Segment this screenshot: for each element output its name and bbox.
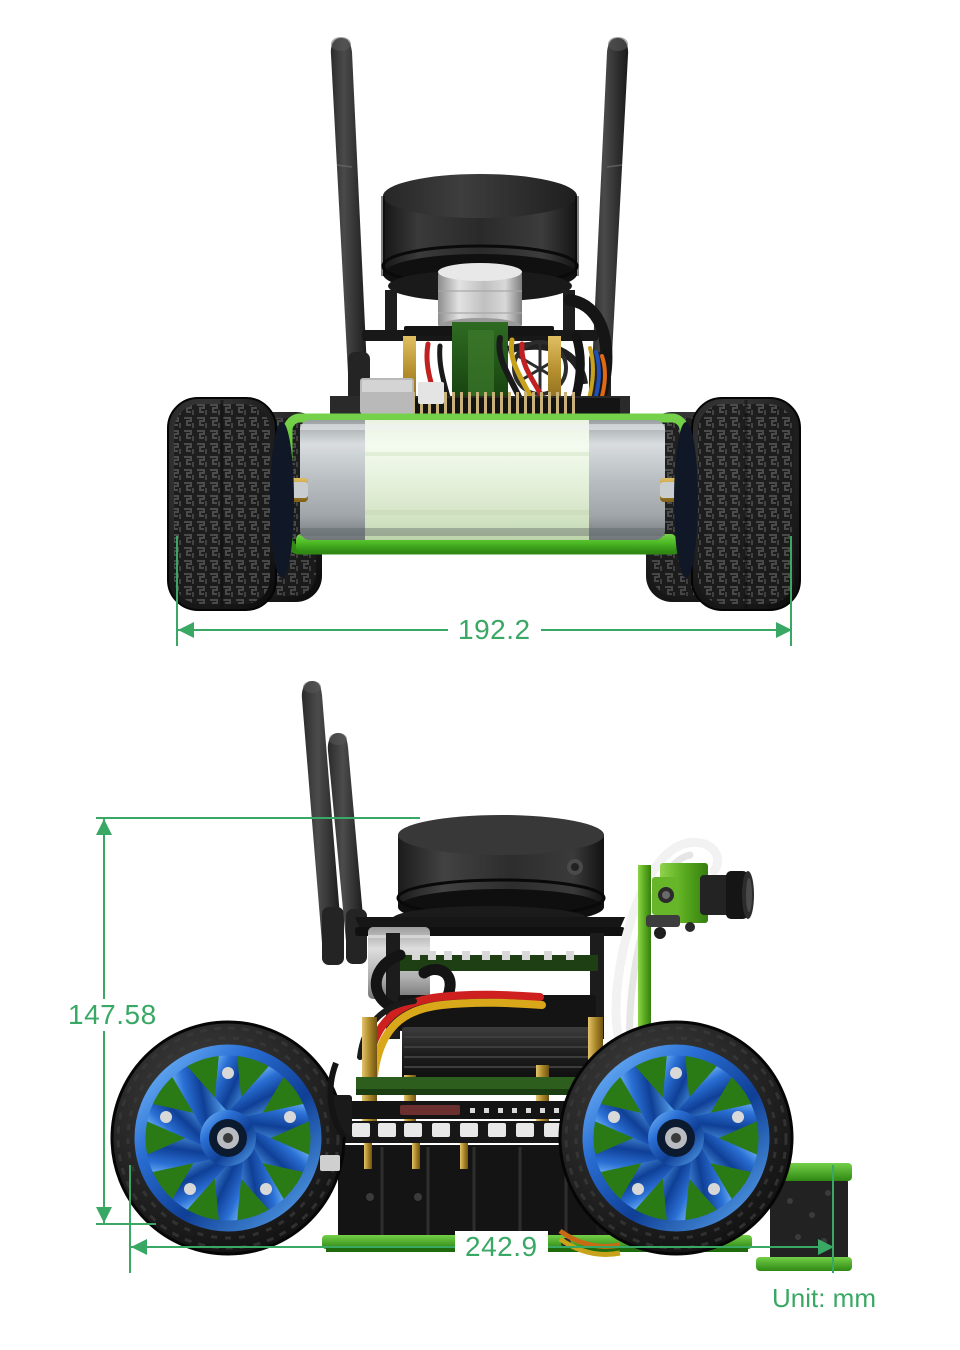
extension-line-right	[790, 536, 792, 646]
expansion-board	[340, 1077, 628, 1143]
extension-line-bottom	[96, 1223, 156, 1225]
power-wires	[357, 990, 546, 1079]
side-view-illustration	[110, 681, 852, 1271]
arrow-up-icon	[96, 819, 112, 835]
extension-line-left	[176, 536, 178, 646]
front-left-wheel	[167, 397, 277, 611]
lidar-dome	[392, 815, 606, 932]
lidar-dome	[381, 174, 579, 302]
front-right-wheel	[691, 397, 801, 611]
extension-line-right	[832, 1165, 834, 1273]
dimension-value-width: 192.2	[448, 614, 541, 646]
camera-module	[611, 837, 754, 1071]
dimension-value-height: 147.58	[58, 999, 167, 1031]
rear-wheel-blue-rim	[558, 1020, 794, 1256]
front-view-illustration	[167, 37, 801, 611]
arrow-left-icon	[131, 1239, 147, 1255]
extension-line-top	[96, 817, 420, 819]
arrow-right-icon	[818, 1239, 834, 1255]
extension-line-left	[129, 1165, 131, 1273]
arrow-down-icon	[96, 1207, 112, 1223]
front-view: 192.2	[0, 0, 960, 665]
front-wheel-blue-rim	[110, 1020, 346, 1256]
left-antenna	[330, 37, 370, 406]
arrow-left-icon	[178, 622, 194, 638]
arrow-right-icon	[776, 622, 792, 638]
rim-spokes	[593, 1054, 759, 1222]
dimension-value-length: 242.9	[455, 1231, 548, 1263]
unit-note: Unit: mm	[772, 1283, 876, 1313]
battery-compartment	[338, 1143, 624, 1237]
side-view: 147.58 242.9 Unit: mm	[0, 665, 960, 1350]
front-electronics	[320, 1061, 352, 1171]
battery-pack	[300, 420, 665, 540]
